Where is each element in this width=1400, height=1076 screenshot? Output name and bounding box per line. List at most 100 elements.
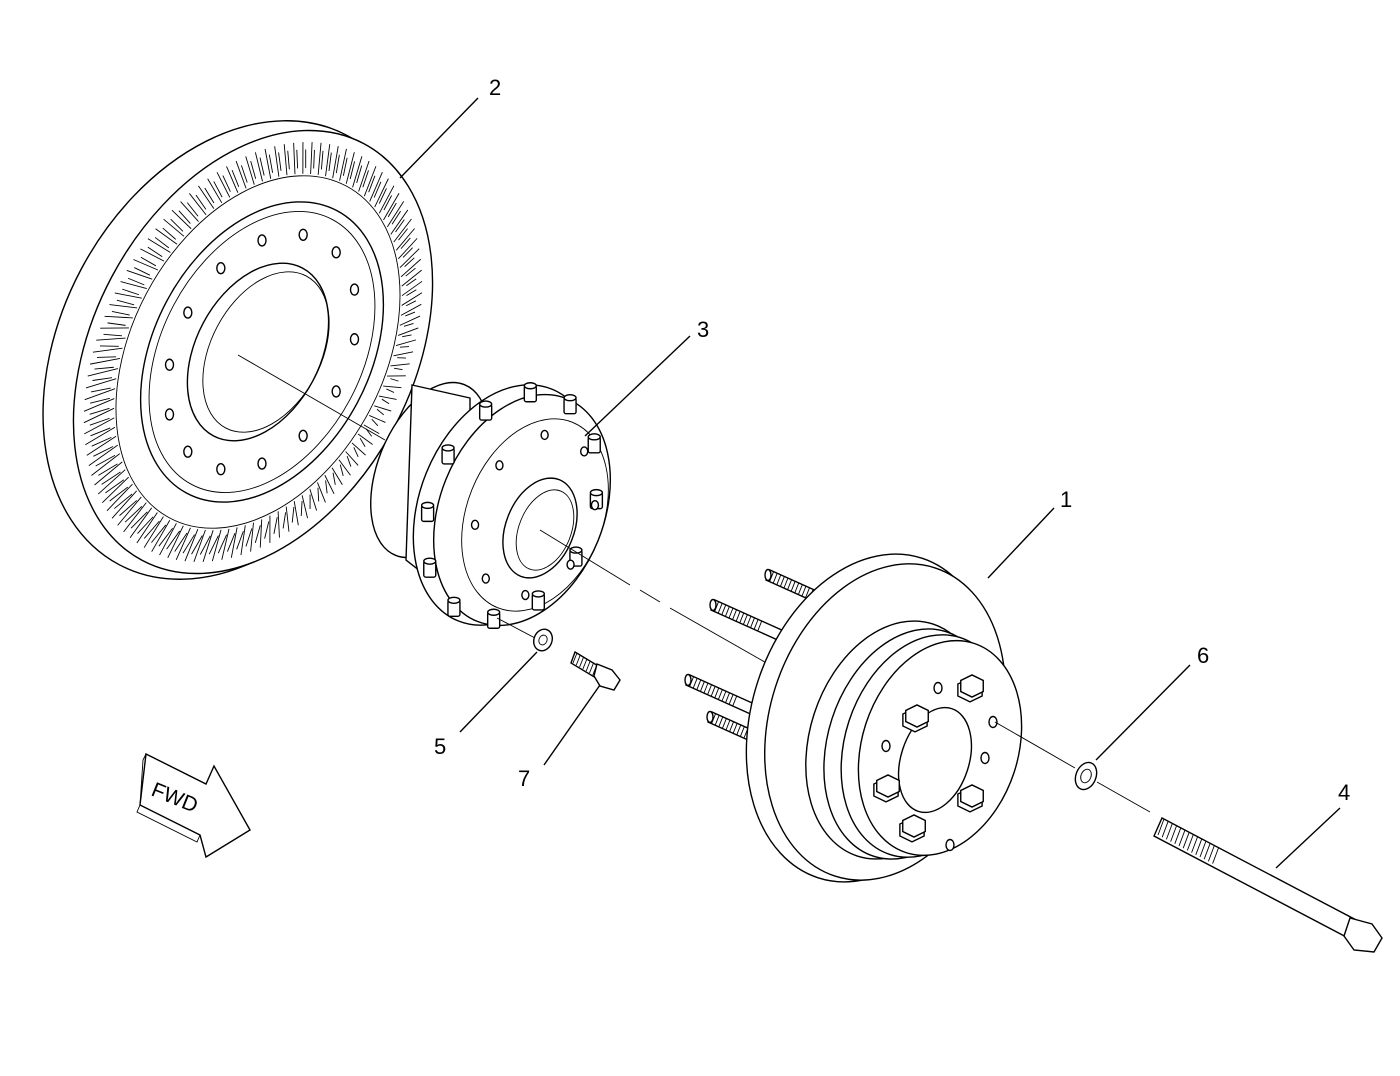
gear-tooth-edge — [151, 524, 167, 543]
gear-tooth-edge — [245, 528, 253, 547]
gear-tooth-edge — [122, 288, 140, 296]
flange-hole — [470, 519, 480, 531]
gear-tooth — [339, 148, 347, 181]
gear-tooth — [317, 142, 322, 175]
gear-tooth — [383, 385, 402, 389]
axis-line-flange — [539, 529, 631, 586]
gear-tooth — [136, 512, 158, 544]
flange-stud-cap — [447, 596, 461, 604]
gear-tooth-edge — [328, 152, 332, 172]
gear-tooth — [309, 488, 318, 511]
thread-line — [572, 652, 578, 664]
gear-tooth-edge — [387, 202, 397, 218]
gear-tooth-edge — [191, 535, 203, 555]
gear-tooth — [393, 218, 412, 243]
hub-hole — [881, 739, 891, 753]
gear-tooth-edge — [147, 246, 163, 258]
leader-lines — [399, 97, 1341, 869]
gear-tooth-edge — [335, 154, 340, 174]
gear-tooth-edge — [254, 525, 261, 543]
gear-tooth-edge — [94, 366, 114, 370]
callout-6: 6 — [1197, 643, 1209, 668]
gear-tooth — [386, 201, 405, 228]
gear-tooth — [117, 496, 142, 526]
gear-tooth-edge — [217, 534, 228, 554]
gear-tooth-edge — [90, 427, 111, 437]
thread-line — [1178, 829, 1186, 847]
hub-hole — [945, 838, 955, 852]
gear-tooth — [221, 528, 230, 560]
brake-disc-hub — [684, 553, 1023, 883]
bolt-hole — [298, 429, 308, 443]
gear-tooth — [331, 467, 343, 486]
gear-tooth — [378, 185, 395, 214]
bolt-hole — [331, 246, 341, 259]
gear-tooth — [399, 248, 420, 269]
gear-tooth — [91, 453, 121, 476]
gear-tooth-edge — [390, 378, 399, 382]
ring-gear — [42, 120, 434, 580]
gear-tooth-edge — [158, 527, 173, 547]
gear-tooth — [254, 152, 263, 182]
gear-tooth-edge — [204, 187, 215, 204]
gear-tooth-edge — [268, 154, 274, 173]
gear-tooth — [324, 475, 335, 495]
gear-tooth — [338, 459, 351, 476]
gear-tooth-edge — [339, 464, 344, 477]
bolt-hole — [257, 234, 267, 247]
gear-tooth-edge — [91, 436, 112, 447]
gear-tooth-edge — [127, 277, 145, 286]
hex-nut — [899, 814, 926, 843]
gear-tooth — [216, 172, 231, 198]
gear-tooth-edge — [291, 506, 295, 523]
gear-tooth — [358, 160, 370, 192]
gear-tooth — [104, 315, 133, 319]
flange-hole — [495, 460, 504, 471]
gear-tooth-edge — [124, 506, 143, 523]
gear-tooth-edge — [287, 150, 290, 170]
gear-tooth-edge — [143, 520, 160, 539]
gear-tooth — [374, 405, 392, 412]
gear-tooth-edge — [395, 219, 405, 233]
axis-line-dash-2 — [669, 607, 771, 666]
gear-tooth-edge — [405, 300, 417, 307]
gear-tooth-edge — [402, 334, 412, 338]
gear-tooth — [363, 424, 380, 434]
gear-tooth — [111, 490, 138, 519]
hex-nut — [957, 674, 984, 703]
gear-tooth-edge — [346, 455, 352, 467]
gear-tooth — [123, 502, 147, 533]
gear-tooth-edge — [119, 500, 138, 516]
gear-tooth — [363, 166, 377, 197]
flange-stud-cap — [420, 501, 435, 510]
gear-tooth — [264, 148, 272, 179]
fwd-indicator: FWD — [136, 752, 251, 859]
hex-nut — [957, 784, 984, 813]
gear-tooth — [351, 442, 366, 456]
gear-tooth — [400, 303, 422, 316]
gear-tooth — [332, 146, 339, 179]
gear-tooth — [171, 209, 192, 230]
gear-tooth-edge — [195, 194, 207, 210]
gear-tooth-edge — [278, 152, 282, 171]
gear-tooth-edge — [182, 534, 195, 554]
gear-tooth — [151, 520, 171, 552]
gear-tooth-edge — [93, 446, 114, 457]
gear-tooth-edge — [371, 418, 379, 427]
flange-hole — [580, 446, 589, 457]
gear-tooth-edge — [90, 387, 111, 393]
axis-line-ring — [237, 354, 386, 441]
gear-tooth-edge — [114, 493, 133, 509]
gear-tooth — [114, 292, 142, 299]
flange-stud-cap — [441, 444, 455, 452]
bolt-hole — [349, 283, 360, 296]
gear-tooth — [369, 415, 386, 423]
thread-line — [1199, 840, 1207, 858]
gear-tooth-edge — [174, 532, 188, 552]
thread-line — [1186, 834, 1194, 851]
gear-tooth — [143, 516, 164, 548]
flange-stud-cap — [589, 488, 604, 497]
thread-line — [1212, 847, 1220, 864]
gear-tooth — [147, 238, 171, 253]
gear-tooth-edge — [208, 535, 219, 555]
